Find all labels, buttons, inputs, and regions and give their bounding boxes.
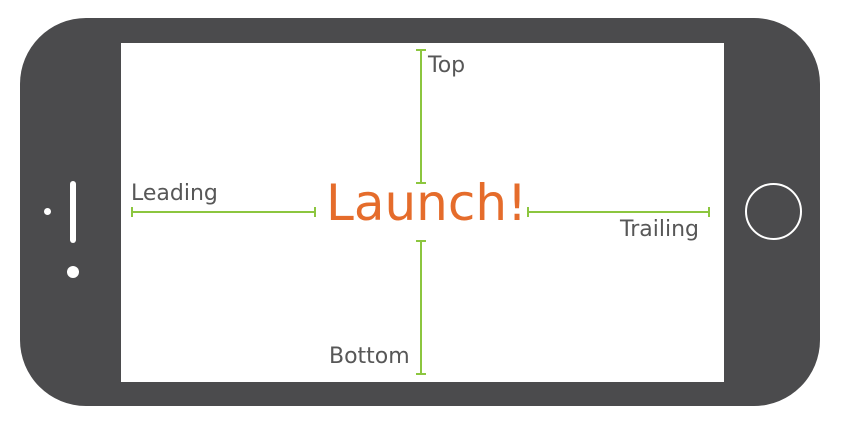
trailing-label: Trailing [620, 217, 699, 242]
camera-icon [67, 266, 79, 278]
leading-label: Leading [131, 181, 218, 206]
home-button-icon [745, 183, 802, 240]
sensor-icon [44, 208, 51, 215]
speaker-icon [70, 181, 76, 243]
bottom-label: Bottom [329, 344, 410, 369]
launch-title: Launch! [326, 174, 528, 232]
top-label: Top [428, 53, 466, 78]
